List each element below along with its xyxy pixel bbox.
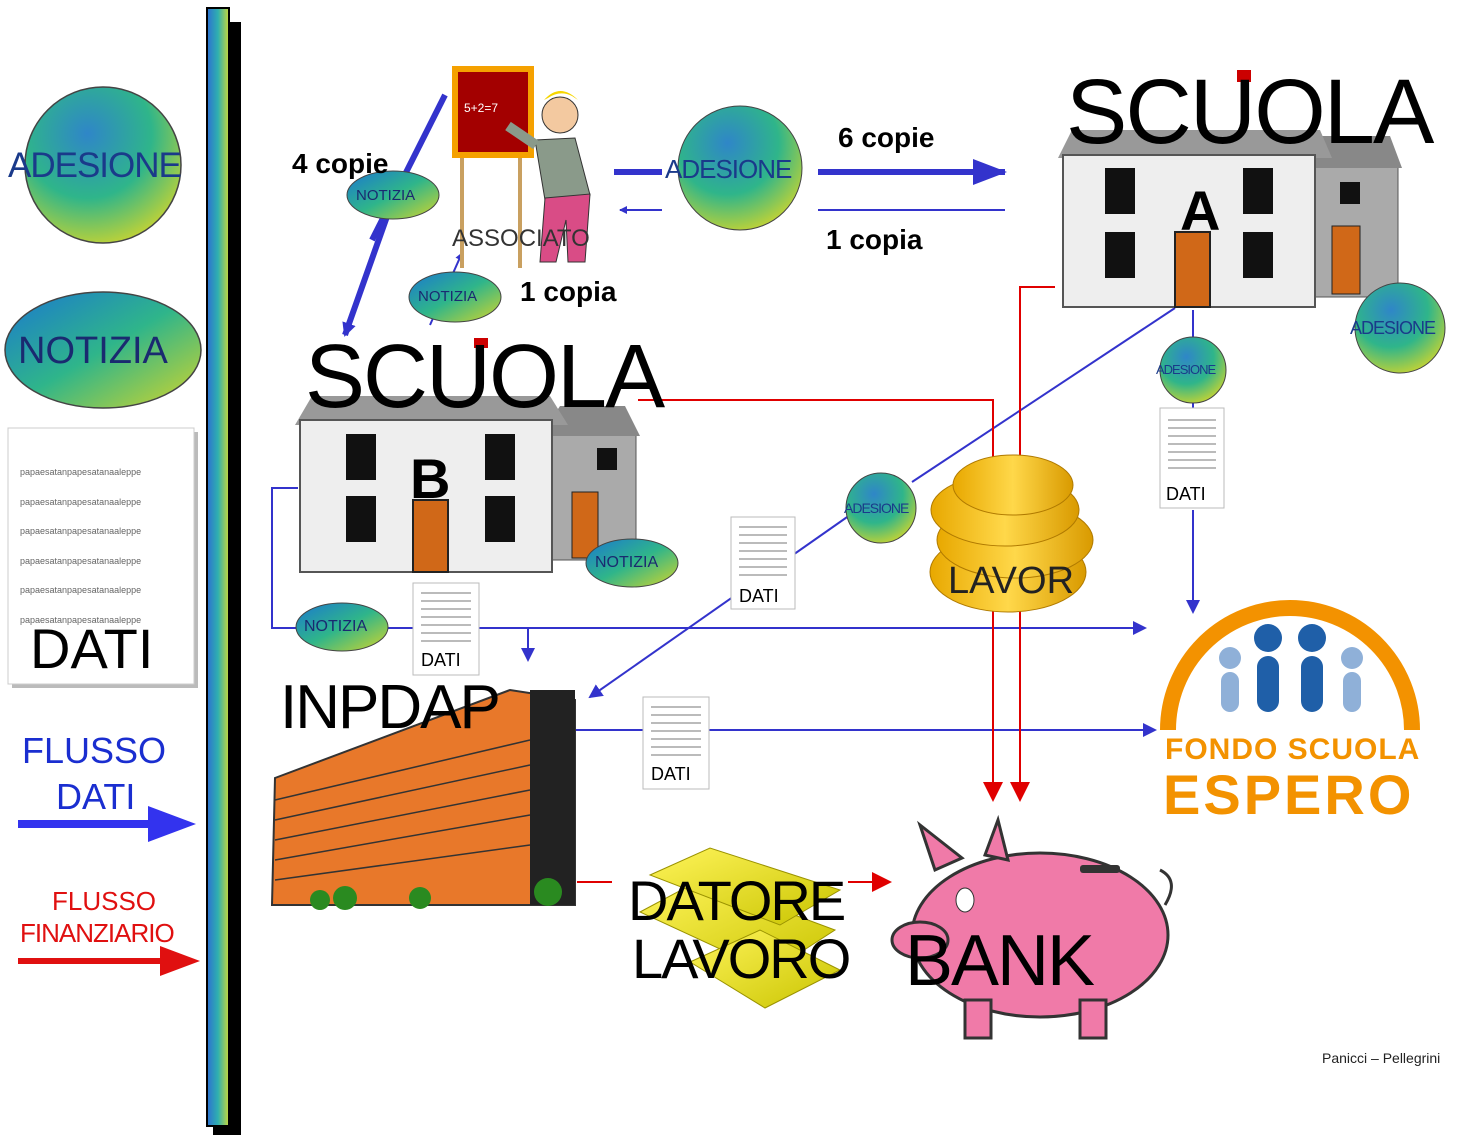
- badge-notizia-mid: [408, 271, 502, 323]
- badge-adesione-associato: [677, 105, 803, 231]
- datore-label-line2: LAVORO: [632, 927, 851, 990]
- piggy-bank-icon: [890, 814, 1173, 1040]
- legend-divider-bar: [206, 7, 241, 1135]
- datore-label-line1: DATORE: [628, 869, 846, 932]
- bank-label: BANK: [905, 921, 1095, 1001]
- legend-flusso-dati-line1: FLUSSO: [22, 730, 167, 771]
- associato-label: ASSOCIATO: [452, 225, 590, 252]
- badge-adesione-flow-espero: [1159, 336, 1227, 404]
- associato-illustration: [452, 66, 591, 268]
- badge-notizia-top-label: NOTIZIA: [356, 187, 416, 204]
- legend-dati-lines: papaesatanpapesatanaaleppe papaesatanpap…: [20, 458, 141, 636]
- badge-adesione-associato-label: ADESIONE: [665, 154, 792, 184]
- legend-blue-arrow-icon: [18, 806, 196, 842]
- legend-dati-line: papaesatanpapesatanaaleppe: [20, 614, 142, 625]
- badge-adesione-scuola-a: [1354, 282, 1446, 374]
- legend-dati-document-icon: [7, 427, 198, 688]
- finance-flow-lines: [577, 286, 1055, 892]
- scuola-a-building: [1058, 70, 1402, 308]
- badge-adesione-inpdap-label: ADESIONE: [844, 500, 909, 516]
- doc-dati-bottom-label: DATI: [651, 764, 691, 784]
- badge-notizia-left-label: NOTIZIA: [304, 618, 368, 635]
- label-4-copie: 4 copie: [292, 148, 389, 179]
- inpdap-building: [270, 688, 576, 910]
- legend-red-arrow-icon: [18, 946, 200, 976]
- fondo-espero-logo: [1160, 600, 1420, 731]
- badge-adesione-flow-inpdap: [845, 472, 917, 544]
- doc-dati-inpdap-label: DATI: [421, 650, 461, 670]
- legend-dati-line: papaesatanpapesatanaaleppe: [20, 467, 142, 477]
- legend-dati-line: papaesatanpapesatanaaleppe: [20, 555, 142, 566]
- legend-dati-line: papaesatanpapesatanaaleppe: [20, 496, 142, 507]
- lavor-label: LAVOR: [948, 560, 1075, 602]
- scuola-a-letter: A: [1180, 179, 1221, 242]
- badge-notizia-scuola-b-label: NOTIZIA: [595, 554, 659, 571]
- label-1-copia-associato: 1 copia: [520, 276, 617, 307]
- label-1-copia-scuola: 1 copia: [826, 224, 923, 255]
- legend-flusso-fin-line2: FINANZIARIO: [20, 918, 175, 948]
- doc-dati-bottom: [642, 696, 710, 790]
- badge-notizia-top: [346, 170, 440, 220]
- badge-notizia-left: [295, 602, 389, 652]
- fondo-espero-line1: FONDO SCUOLA: [1165, 733, 1421, 766]
- blackboard-text: 5+2=7: [464, 101, 499, 115]
- coin-stack-icon: [929, 454, 1094, 613]
- badge-adesione-scuola-a-label: ADESIONE: [1350, 318, 1436, 338]
- doc-dati-center-label: DATI: [739, 586, 779, 606]
- legend-dati-line: papaesatanpapesatanaaleppe: [20, 585, 142, 596]
- gold-bars-icon: [638, 847, 842, 1009]
- legend-notizia-label: NOTIZIA: [18, 330, 168, 372]
- inpdap-label: INPDAP: [280, 673, 501, 742]
- legend-flusso-fin-line1: FLUSSO: [52, 886, 157, 916]
- legend-dati-line: papaesatanpapesatanaaleppe: [20, 526, 142, 537]
- scuola-b-letter: B: [410, 447, 451, 510]
- scuola-b-building: [295, 338, 640, 573]
- legend-dati-label: DATI: [30, 617, 154, 680]
- badge-adesione-espero-label: ADESIONE: [1156, 362, 1216, 377]
- doc-dati-inpdap: [412, 582, 480, 676]
- doc-dati-espero: [1159, 407, 1225, 509]
- doc-dati-espero-label: DATI: [1166, 484, 1206, 504]
- legend-adesione-label: ADESIONE: [8, 146, 182, 185]
- scuola-a-label: SCUOLA: [1066, 61, 1434, 163]
- legend-flusso-dati-line2: DATI: [56, 776, 136, 817]
- legend-adesione-icon: [24, 86, 182, 244]
- footer-credits: Panicci – Pellegrini: [1322, 1050, 1441, 1066]
- badge-notizia-scuola-b: [585, 538, 679, 588]
- legend-notizia-icon: [4, 291, 202, 409]
- scuola-b-label: SCUOLA: [305, 327, 665, 427]
- label-6-copie: 6 copie: [838, 122, 935, 153]
- badge-notizia-mid-label: NOTIZIA: [418, 288, 478, 305]
- doc-lines: [421, 419, 1216, 756]
- fondo-espero-line2: ESPERO: [1163, 763, 1415, 826]
- doc-dati-center: [730, 516, 796, 610]
